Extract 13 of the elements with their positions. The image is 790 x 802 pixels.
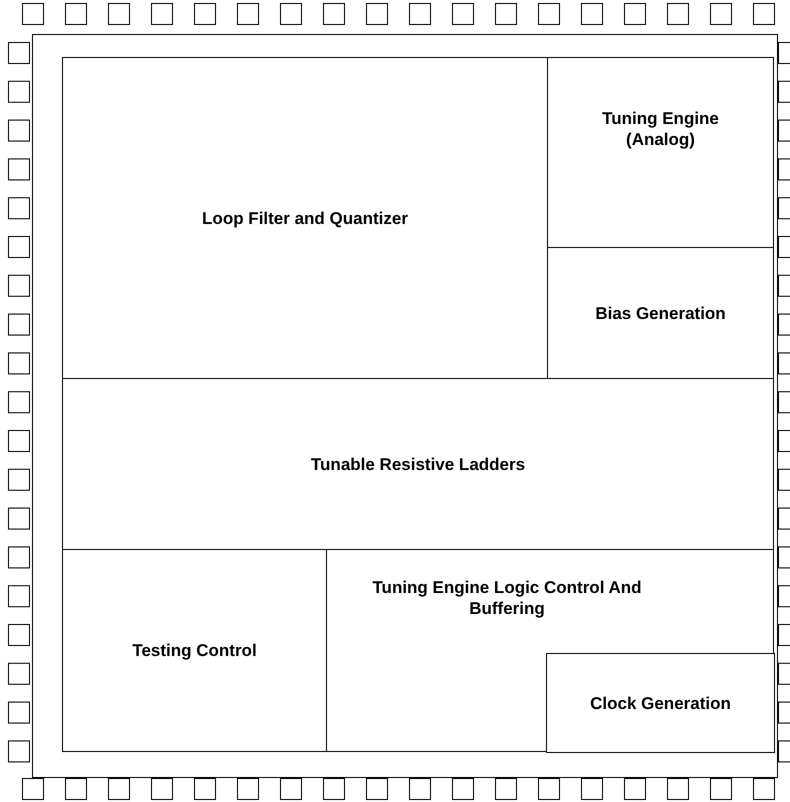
block-label: Tuning Engine (Analog) (601, 108, 720, 150)
block-box (62, 57, 548, 379)
block-box (546, 653, 775, 753)
block-label: Loop Filter and Quantizer (202, 208, 408, 228)
block-label: Testing Control (132, 640, 257, 661)
block-label: Tuning Engine Logic Control And Buffering (371, 577, 643, 619)
block-box (326, 549, 774, 752)
block-label: Clock Generation (590, 692, 731, 714)
block-box (62, 549, 327, 752)
block-label: Bias Generation (595, 302, 726, 324)
block-box (547, 57, 774, 248)
block-label: Tunable Resistive Ladders (310, 454, 526, 474)
block-box (62, 378, 774, 550)
